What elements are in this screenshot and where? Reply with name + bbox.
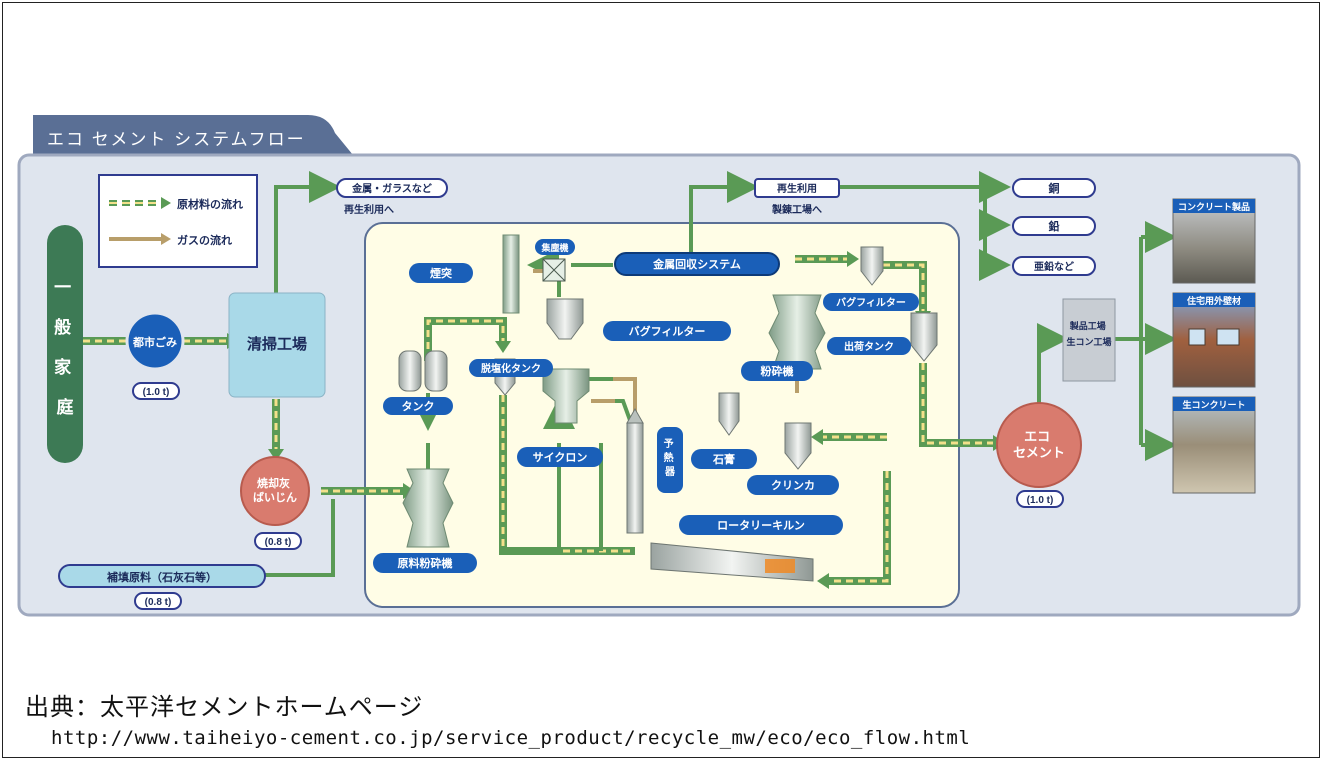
eco-cement-flow-diagram: エコ セメント システムフロー 原材料の流れ ガスの流れ 一 般 家 庭 bbox=[17, 115, 1301, 617]
header-title: エコ セメント システムフロー bbox=[47, 130, 306, 149]
city-waste-qty: (1.0 t) bbox=[143, 387, 170, 398]
city-waste-label: 都市ごみ bbox=[132, 335, 177, 349]
household-label: 一 般 家 庭 bbox=[54, 278, 76, 417]
out-copper: 銅 bbox=[1049, 181, 1060, 195]
incin-ash-qty-badge bbox=[254, 532, 302, 550]
bag-filter-2-label: バグフィルター bbox=[836, 296, 906, 309]
ready-mix-label: 生コンクリート bbox=[1182, 399, 1245, 410]
shipping-tank-label: 出荷タンク bbox=[844, 340, 894, 353]
metal-glass-pill bbox=[336, 178, 448, 198]
raw-material-flows bbox=[83, 251, 1005, 589]
household-char-2: 般 bbox=[54, 317, 71, 337]
plant-equipment bbox=[398, 234, 938, 582]
factory-line-2: 生コン工場 bbox=[1066, 336, 1111, 347]
incin-ash-line-2: ばいじん bbox=[253, 490, 297, 504]
household-char-3: 家 bbox=[54, 357, 71, 377]
eco-cement-qty: (1.0 t) bbox=[1027, 495, 1054, 506]
supplement-label: 補填原料（石灰石等） bbox=[106, 570, 217, 584]
factory-label: 製品工場 生コン工場 bbox=[1066, 320, 1111, 347]
incinerator-label: 清掃工場 bbox=[247, 335, 307, 353]
product-photos: コンクリート製品 住宅用外壁材 生コンクリート bbox=[1172, 198, 1256, 494]
bag-filter-center-shape bbox=[546, 298, 584, 340]
metal-glass-label: 金属・ガラスなど bbox=[351, 182, 432, 195]
incin-ash-qty: (0.8 t) bbox=[265, 537, 292, 548]
rotary-kiln-label: ロータリーキルン bbox=[717, 519, 805, 532]
preheater-column bbox=[626, 422, 644, 534]
housing-label: 住宅用外壁材 bbox=[1187, 295, 1241, 306]
raw-mill-label: 原料粉砕機 bbox=[398, 556, 453, 570]
neutral-tank-label: 脱塩化タンク bbox=[481, 362, 541, 375]
eco-cement-line-2: セメント bbox=[1013, 445, 1065, 460]
eco-cement-node bbox=[996, 402, 1082, 488]
bag-filter-1-label: バグフィルター bbox=[629, 324, 706, 338]
city-waste-qty-badge bbox=[132, 382, 180, 400]
plant-labels: 煙突 集塵機 金属回収システム バグフィルター バグフィルター 出荷タンク 脱塩… bbox=[373, 239, 919, 573]
metal-outputs: 銅 鉛 亜鉛など bbox=[1012, 178, 1096, 276]
factory-box bbox=[1062, 298, 1116, 382]
incin-ash-line-1: 焼却灰 bbox=[257, 476, 290, 490]
city-waste-node bbox=[125, 311, 185, 371]
out-lead: 鉛 bbox=[1049, 219, 1060, 233]
supplement-qty-badge bbox=[134, 592, 182, 610]
caption-url: http://www.taiheiyo-cement.co.jp/service… bbox=[51, 727, 971, 749]
legend-raw-flow: 原材料の流れ bbox=[177, 197, 243, 211]
legend-gas-flow: ガスの流れ bbox=[177, 233, 232, 247]
legend: 原材料の流れ ガスの流れ bbox=[98, 174, 258, 268]
recycled-use-pill bbox=[754, 178, 840, 198]
mill-right-shape bbox=[768, 294, 826, 370]
cyclone-label: サイクロン bbox=[533, 451, 588, 464]
eco-cement-qty-badge bbox=[1016, 490, 1064, 508]
incin-ash-label: 焼却灰 ばいじん bbox=[253, 476, 297, 504]
metal-glass-dest: 再生利用へ bbox=[344, 203, 394, 216]
caption-source: 出典：太平洋セメントホームページ bbox=[25, 693, 424, 721]
smelter-dest: 製錬工場へ bbox=[771, 203, 822, 216]
tank-shape-2 bbox=[424, 350, 448, 392]
household-box bbox=[47, 225, 83, 463]
eco-cement-label: エコ セメント bbox=[1013, 429, 1065, 460]
out-zinc: 亜鉛など bbox=[1034, 260, 1074, 273]
recycled-use-label: 再生利用 bbox=[777, 182, 817, 195]
eco-cement-line-1: エコ bbox=[1024, 429, 1050, 444]
header-tab: エコ セメント システムフロー bbox=[33, 115, 353, 155]
tank-label: タンク bbox=[402, 400, 435, 413]
preheater-char-2: 熱 bbox=[664, 451, 674, 464]
household-char-1: 一 bbox=[54, 278, 71, 297]
supplement-qty: (0.8 t) bbox=[145, 597, 172, 608]
tank-shape-1 bbox=[398, 350, 422, 392]
incin-ash-node bbox=[240, 456, 310, 526]
preheater-char-3: 器 bbox=[664, 466, 676, 478]
cyclone-shape bbox=[542, 368, 590, 424]
clinker-label: クリンカ bbox=[771, 479, 815, 492]
chimney-label: 煙突 bbox=[430, 266, 452, 280]
supplement-pill bbox=[58, 564, 266, 588]
mill-label: 粉砕機 bbox=[761, 364, 794, 378]
factory-line-1: 製品工場 bbox=[1069, 320, 1106, 331]
incinerator-box bbox=[228, 292, 326, 398]
concrete-products-label: コンクリート製品 bbox=[1178, 201, 1250, 212]
raw-mill-shape bbox=[402, 468, 454, 548]
preheater-char-1: 予 bbox=[664, 438, 674, 450]
household-char-4: 庭 bbox=[57, 397, 74, 417]
chimney-shape bbox=[502, 234, 520, 314]
metal-recovery-label: 金属回収システム bbox=[652, 257, 741, 271]
preheater-label: 予 熱 器 bbox=[664, 438, 677, 478]
gypsum-label: 石膏 bbox=[712, 452, 735, 466]
dust-collector-label: 集塵機 bbox=[540, 242, 568, 253]
